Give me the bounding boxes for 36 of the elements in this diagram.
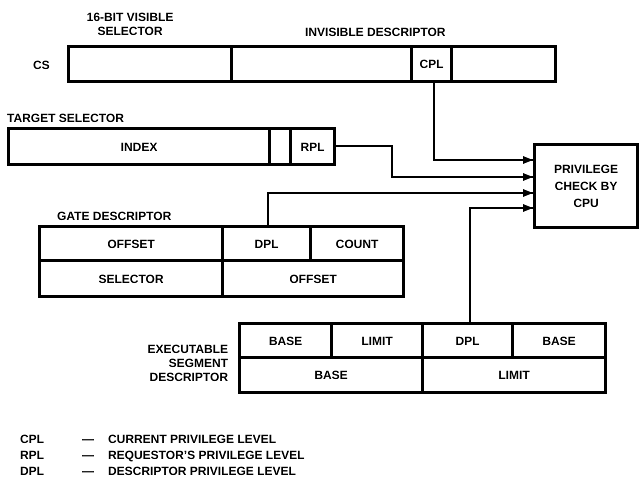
register-field: OFFSET <box>224 262 402 295</box>
register-field: LIMIT <box>424 359 604 391</box>
legend-text: CURRENT PRIVILEGE LEVEL <box>108 432 276 446</box>
register-field: LIMIT <box>333 325 421 356</box>
register-field: INDEX <box>10 130 268 163</box>
legend-text: — <box>82 448 94 462</box>
register-field: CPL <box>413 48 450 80</box>
register-field <box>70 48 230 80</box>
legend-text: — <box>82 464 94 477</box>
register-field: BASE <box>241 325 330 356</box>
section-heading: 16-BIT VISIBLE SELECTOR <box>86 10 174 38</box>
register-heading: GATE DESCRIPTOR <box>57 209 172 223</box>
register-field <box>271 130 289 163</box>
register-field: BASE <box>514 325 604 356</box>
register-field: BASE <box>241 359 421 391</box>
register-heading: CS <box>33 58 51 72</box>
register-heading: TARGET SELECTOR <box>7 111 125 125</box>
register-field: OFFSET <box>41 228 221 259</box>
legend-text: CPL <box>20 432 44 446</box>
legend-text: DESCRIPTOR PRIVILEGE LEVEL <box>108 464 296 477</box>
register-field <box>233 48 410 80</box>
section-heading: INVISIBLE DESCRIPTOR <box>305 25 446 39</box>
process-box: PRIVILEGE CHECK BY CPU <box>533 143 639 229</box>
register-heading: EXECUTABLE SEGMENT DESCRIPTOR <box>146 342 228 384</box>
legend-text: REQUESTOR’S PRIVILEGE LEVEL <box>108 448 304 462</box>
register-field: COUNT <box>312 228 402 259</box>
register-field: RPL <box>292 130 333 163</box>
register-field <box>453 48 554 80</box>
register-field: SELECTOR <box>41 262 221 295</box>
legend-text: RPL <box>20 448 44 462</box>
arrow <box>469 204 533 325</box>
legend-text: DPL <box>20 464 44 477</box>
register-field: DPL <box>224 228 309 259</box>
legend-text: — <box>82 432 94 446</box>
register-field: DPL <box>424 325 511 356</box>
arrow <box>267 189 533 228</box>
